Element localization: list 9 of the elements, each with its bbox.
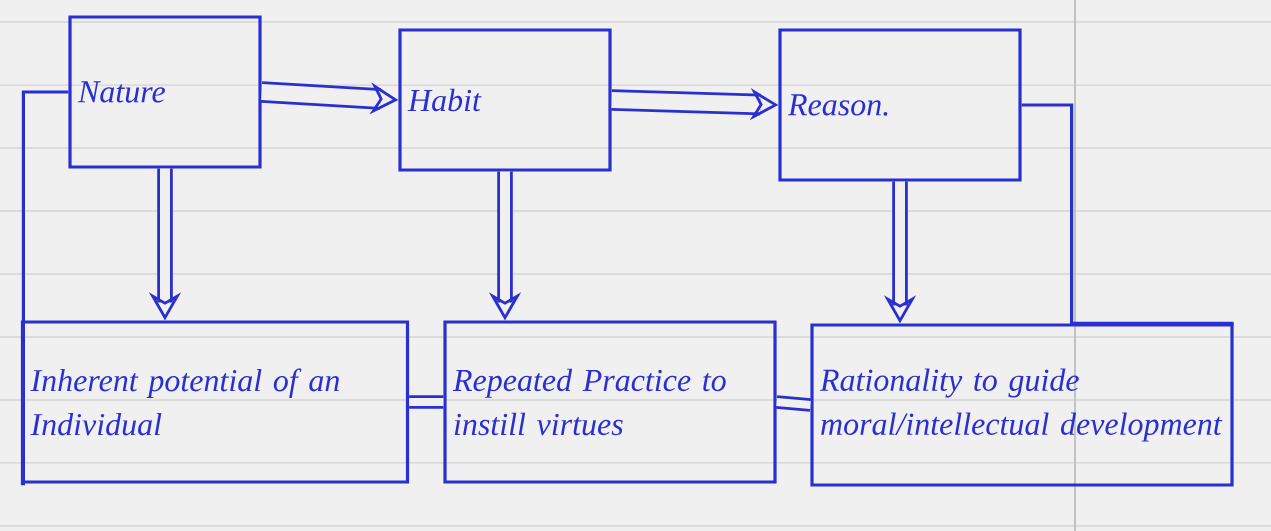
text-box: Repeated Practice to instill virtues [443, 320, 777, 484]
connector-line [19, 90, 69, 486]
text-box: Habit [398, 28, 612, 172]
text-box: Inherent potential of an Individual [20, 320, 410, 484]
connector-line [1021, 103, 1234, 325]
text-box: Nature [68, 15, 262, 169]
text-box: Rationality to guide moral/intellectual development [810, 323, 1234, 487]
text-box: Reason. [778, 28, 1022, 182]
connector-line [409, 395, 444, 409]
